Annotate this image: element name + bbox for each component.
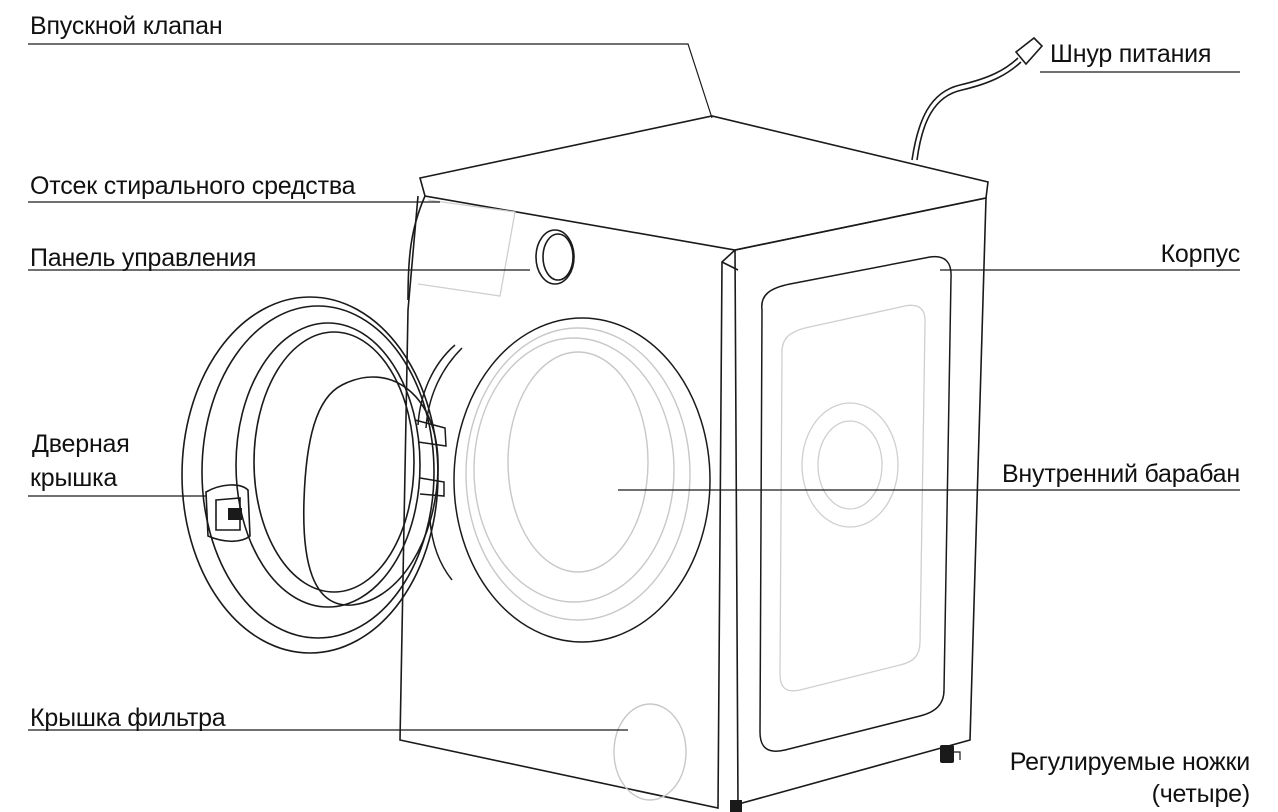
detergent-drawer-drawing [417,199,516,297]
label-detergent-drawer: Отсек стирального средства [30,172,356,200]
cabinet-drawing [399,115,989,809]
label-door-line2: крышка [30,464,118,492]
label-feet-line1: Регулируемые ножки [1009,748,1251,776]
leader-lines [28,43,1240,760]
label-cabinet: Корпус [1160,240,1241,268]
power-cord-drawing [911,36,1044,161]
leader-inlet-valve [28,43,713,119]
drum-opening-drawing [453,317,711,643]
leader-feet [950,751,961,760]
label-inner-drum: Внутренний барабан [1001,460,1240,488]
side-panel-recess [759,255,952,752]
label-filter-cover: Крышка фильтра [30,704,226,732]
label-power-cord: Шнур питания [1050,40,1212,68]
filter-cover-drawing [613,703,687,801]
label-control-panel: Панель управления [30,244,257,272]
control-knob-drawing [535,229,575,285]
label-feet-line2: (четыре) [1151,780,1251,808]
label-door-line1: Дверная [32,430,130,458]
label-inlet-valve: Впускной клапан [30,12,223,40]
feet-drawing [730,745,954,812]
door-drawing [181,296,439,654]
